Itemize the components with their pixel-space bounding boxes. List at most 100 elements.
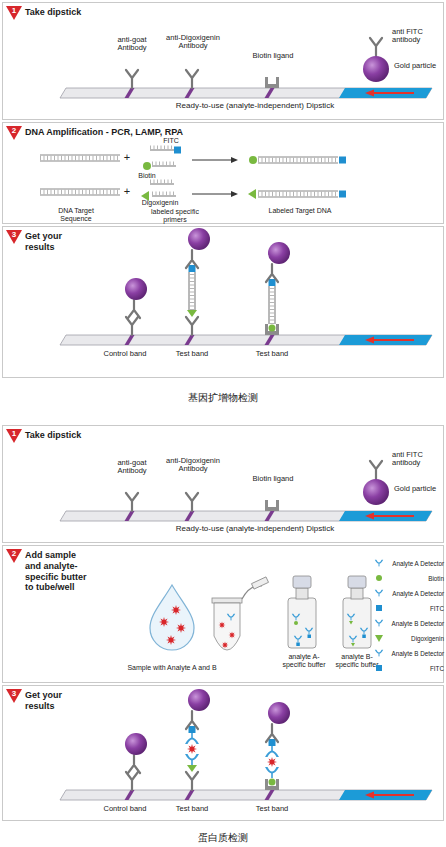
illustration-part: [152, 164, 176, 167]
label: Digoxigenin: [135, 199, 185, 207]
illustration-part: [125, 278, 147, 300]
legend-item: Analyte A Detector: [374, 558, 444, 568]
illustration-part: [40, 189, 120, 195]
label: analyte B-specific buffer: [332, 653, 382, 668]
detector-icon: [375, 560, 383, 567]
step-heading: Take dipstick: [25, 430, 145, 441]
triangle-fill: [6, 689, 22, 703]
illustration-part: [348, 576, 366, 588]
illustration-part: [40, 147, 346, 202]
illustration-part: [40, 155, 120, 161]
illustration-part: [269, 325, 276, 332]
label: FITC: [156, 137, 186, 145]
step-panel: Get your results3: [2, 226, 444, 378]
illustration-part: [186, 70, 198, 88]
triangle-fill: [6, 6, 22, 20]
step-heading: Get your results: [25, 690, 75, 712]
step-heading: DNA Amplification - PCR, LAMP, RPA: [25, 127, 245, 138]
step-number-triangle: 3: [6, 689, 22, 703]
biotin-icon: [376, 575, 382, 581]
illustration-part: [231, 191, 238, 197]
illustration-part: [258, 157, 338, 163]
illustration-part: [174, 147, 181, 154]
illustration-part: [143, 162, 151, 170]
legend-item: FITC: [374, 663, 444, 673]
legend-text: FITC: [430, 665, 444, 672]
triangle-fill: [6, 230, 22, 244]
illustration-part: [269, 779, 276, 786]
step-number: 1: [6, 7, 22, 15]
step-number-triangle: 2: [6, 549, 22, 563]
step-number-triangle: 2: [6, 126, 22, 140]
step-number-triangle: 1: [6, 6, 22, 20]
label: Test band: [247, 350, 297, 358]
fitc-icon: [376, 665, 382, 671]
illustration-part: [269, 286, 275, 324]
illustration-part: [265, 324, 279, 335]
label: Control band: [95, 805, 155, 813]
label: Ready-to-use (analyte-independent) Dipst…: [150, 102, 360, 111]
illustration-part: [128, 755, 140, 773]
illustration-part: [185, 733, 199, 744]
illustration-part: [349, 636, 357, 643]
label: 基因扩增物检测: [163, 392, 283, 403]
label: anti-goat Antibody: [105, 36, 159, 53]
detector-icon: [375, 650, 383, 657]
illustration-part: [269, 739, 276, 746]
illustration-part: [343, 598, 371, 648]
illustration-part: [60, 790, 432, 800]
label: Gold particle: [394, 485, 442, 493]
step-number: 1: [6, 430, 22, 438]
illustration-part: [294, 621, 298, 625]
label: 蛋白质检测: [163, 832, 283, 843]
illustration-part: [126, 772, 138, 790]
illustration-part: [150, 585, 194, 650]
illustration-part: [186, 250, 198, 268]
fitc-icon: [376, 605, 382, 611]
label: DNA Target Sequence: [45, 207, 107, 222]
legend-text: Analyte A Detector: [392, 560, 444, 567]
illustration-part: [187, 744, 197, 754]
step-number-triangle: 3: [6, 230, 22, 244]
illustration-part: [126, 70, 138, 88]
illustration-part: [227, 614, 235, 621]
illustration-part: [166, 635, 176, 645]
illustration-part: [294, 636, 302, 643]
legend-sample: [374, 618, 384, 628]
legend-text: Biotin: [428, 575, 444, 582]
illustration-part: [150, 148, 174, 151]
illustration-part: [212, 598, 242, 603]
illustration-part: [189, 265, 196, 272]
illustration-part: [126, 317, 138, 335]
label: Gold particle: [394, 62, 442, 70]
illustration-part: [229, 632, 236, 639]
illustration-part: [339, 191, 346, 198]
step-number: 2: [6, 127, 22, 135]
legend-item: Analyte B Detector: [374, 618, 444, 628]
illustration-part: [265, 746, 279, 757]
legend-sample: [374, 648, 384, 658]
illustration-part: [265, 77, 279, 88]
illustration-part: [266, 724, 278, 742]
step-number: 3: [6, 231, 22, 239]
legend-text: Analyte A Detector: [392, 590, 444, 597]
label: Sample with Analyte A and B: [122, 664, 222, 672]
illustration-part: [265, 767, 279, 778]
illustration-part: [187, 310, 197, 317]
illustration-part: [222, 642, 229, 649]
illustration-part: [159, 617, 169, 627]
illustration-part: [362, 635, 366, 639]
illustration-part: [231, 157, 238, 163]
illustration-part: [214, 603, 240, 650]
illustration-part: [251, 577, 268, 589]
label: Biotin: [132, 172, 162, 180]
illustration-part: [305, 628, 313, 635]
legend-sample: [374, 663, 384, 673]
illustration-part: [185, 754, 199, 765]
illustration-part: [267, 757, 277, 767]
label: Ready-to-use (analyte-independent) Dipst…: [150, 525, 360, 534]
step-panel: Get your results3: [2, 685, 444, 821]
label: Biotin ligand: [245, 475, 301, 483]
label: labeled specific primers: [144, 208, 206, 223]
label: anti-Digoxigenin Antibody: [160, 34, 226, 51]
